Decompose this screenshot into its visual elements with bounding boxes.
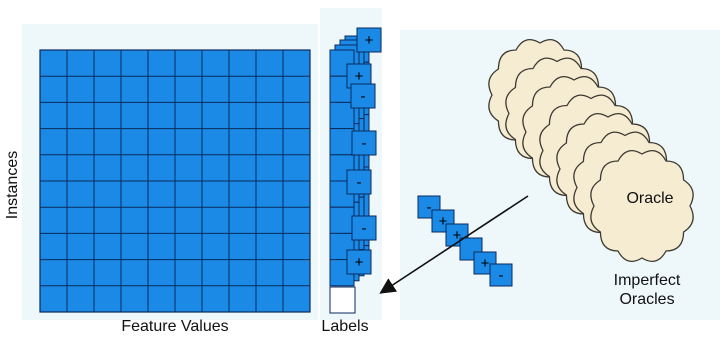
label-cell: + <box>346 249 372 275</box>
label-cell: - <box>350 83 376 109</box>
label-cell <box>329 128 355 156</box>
instances-axis-label: Instances <box>4 150 21 220</box>
imperfect-oracle-clouds <box>488 38 694 263</box>
selected-labels-chain: -+++- <box>417 195 513 287</box>
label-stack: + + - - - - + <box>329 27 382 314</box>
label-sign: + <box>439 213 448 230</box>
labels-label: Labels <box>321 318 369 335</box>
label-sign: - <box>362 135 367 152</box>
label-sign: - <box>362 220 367 237</box>
label-cell: + <box>356 27 382 53</box>
feature-values-label: Feature Values <box>121 318 229 335</box>
label-sign: + <box>355 254 364 271</box>
oracle-cloud <box>590 149 694 263</box>
unlabeled-cell <box>329 286 356 314</box>
label-cell: - <box>351 215 377 241</box>
label-cell: - <box>489 263 513 287</box>
label-cell <box>329 101 355 130</box>
label-sign: + <box>365 32 374 49</box>
label-cell <box>329 206 355 234</box>
label-sign: + <box>355 68 364 85</box>
matrix-grid-lines <box>40 50 310 312</box>
label-sign: + <box>453 227 462 244</box>
imperfect-oracles-label-line1: Imperfect <box>613 272 681 289</box>
label-cell: - <box>351 130 377 156</box>
label-cell: - <box>346 169 372 195</box>
label-sign: - <box>361 88 366 105</box>
label-sign: - <box>357 174 362 191</box>
label-cell <box>329 232 355 261</box>
feature-matrix <box>39 49 311 313</box>
label-sign: - <box>427 199 432 216</box>
label-sign: + <box>481 255 490 272</box>
label-sign: - <box>499 267 504 284</box>
imperfect-oracles-label-line2: Oracles <box>619 291 675 308</box>
oracle-label: Oracle <box>626 190 674 207</box>
query-arrow <box>379 195 529 294</box>
